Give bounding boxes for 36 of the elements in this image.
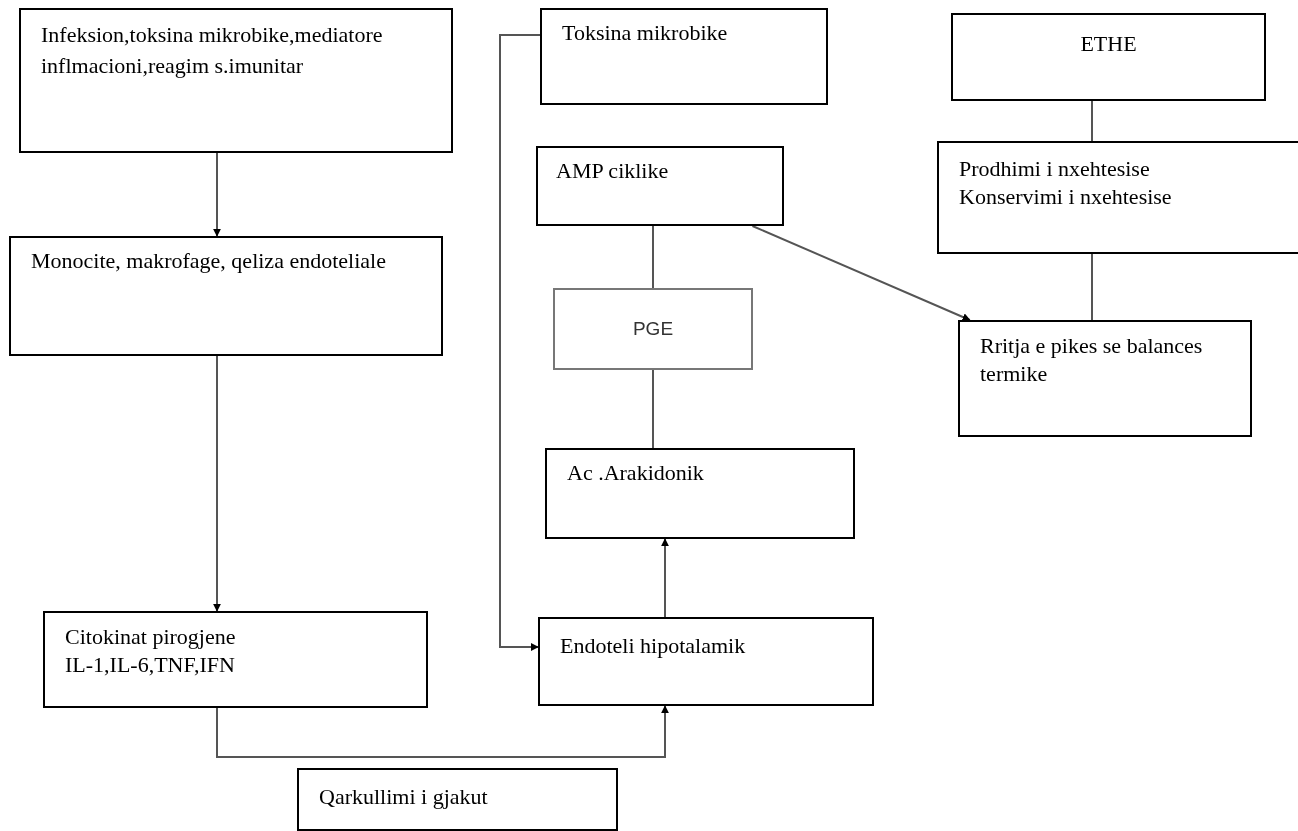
box-text: PGE bbox=[632, 316, 674, 341]
box-text: IL-1,IL-6,TNF,IFN bbox=[65, 650, 235, 678]
process-box bbox=[297, 768, 618, 831]
box-text: Monocite, makrofage, qeliza endoteliale bbox=[31, 247, 386, 275]
box-text: Ac .Arakidonik bbox=[567, 459, 704, 487]
connector-line bbox=[1091, 100, 1093, 142]
box-text: Citokinat pirogjene bbox=[65, 623, 236, 651]
process-box bbox=[553, 288, 753, 370]
process-box bbox=[951, 13, 1266, 101]
process-box bbox=[9, 236, 443, 356]
box-text: Infeksion,toksina mikrobike,mediatore inflmacioni,reagim s.imunitar bbox=[41, 21, 384, 80]
process-box bbox=[958, 320, 1252, 437]
arrow bbox=[661, 538, 669, 618]
process-box bbox=[19, 8, 453, 153]
arrow bbox=[213, 355, 221, 612]
box-text: Qarkullimi i gjakut bbox=[319, 783, 488, 811]
box-text: Toksina mikrobike bbox=[562, 19, 728, 47]
box-text: Endoteli hipotalamik bbox=[560, 632, 746, 660]
arrow bbox=[751, 225, 971, 321]
box-text: AMP ciklike bbox=[556, 157, 669, 185]
connector-line bbox=[652, 225, 654, 289]
arrow bbox=[216, 705, 669, 758]
process-box bbox=[536, 146, 784, 226]
arrow bbox=[213, 152, 221, 237]
box-text: ETHE bbox=[1080, 30, 1137, 58]
box-text: Rritja e pikes se balances termike bbox=[980, 332, 1204, 387]
connector-line bbox=[1091, 253, 1093, 321]
process-box bbox=[43, 611, 428, 708]
process-box bbox=[545, 448, 855, 539]
box-text: Prodhimi i nxehtesise bbox=[959, 155, 1150, 183]
connector-line bbox=[652, 369, 654, 449]
box-text: Konservimi i nxehtesise bbox=[959, 182, 1172, 210]
process-box bbox=[937, 141, 1298, 254]
process-box bbox=[538, 617, 874, 706]
arrow bbox=[499, 34, 541, 651]
process-box bbox=[540, 8, 828, 105]
